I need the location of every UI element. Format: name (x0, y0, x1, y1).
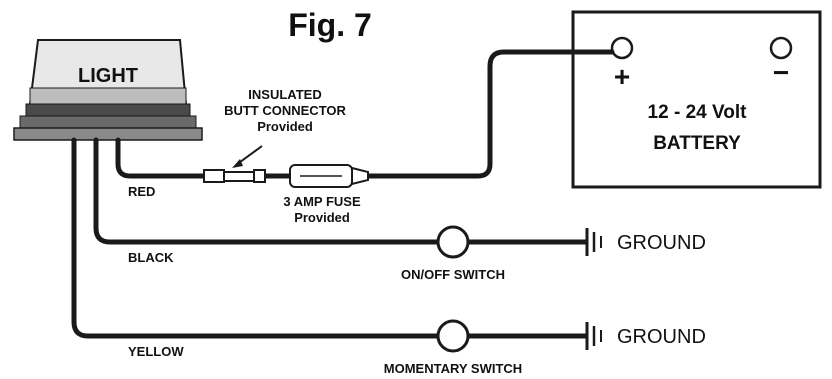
onoff-switch (436, 225, 470, 259)
positive-terminal (610, 36, 634, 60)
ground-label-2: GROUND (617, 326, 706, 348)
black-wire (93, 137, 589, 245)
onoff-switch-label: ON/OFF SWITCH (401, 267, 505, 282)
negative-terminal (769, 36, 793, 60)
momentary-switch (436, 319, 470, 353)
red-wire-label: RED (128, 184, 155, 199)
momentary-switch-label: MOMENTARY SWITCH (384, 361, 522, 376)
figure-title: Fig. 7 (288, 7, 372, 43)
yellow-wire (71, 137, 589, 339)
ground-icon (585, 228, 602, 256)
negative-symbol: − (773, 57, 789, 88)
light-unit: LIGHT (13, 39, 203, 141)
connector-label-line1: INSULATED (248, 87, 321, 102)
battery: + − 12 - 24 Volt BATTERY (571, 10, 822, 189)
battery-voltage: 12 - 24 Volt (648, 102, 748, 123)
fuse-holder (289, 164, 369, 188)
connector-label-line2: BUTT CONNECTOR (224, 103, 346, 118)
fuse-label-line2: Provided (294, 210, 350, 225)
butt-connector (203, 145, 266, 183)
ground-label-1: GROUND (617, 232, 706, 254)
red-wire (115, 49, 615, 179)
black-wire-label: BLACK (128, 250, 174, 265)
connector-label-line3: Provided (257, 119, 313, 134)
positive-symbol: + (614, 61, 630, 92)
fuse-label-line1: 3 AMP FUSE (283, 194, 361, 209)
light-label: LIGHT (78, 65, 138, 87)
battery-label: BATTERY (653, 133, 741, 154)
ground-icon (585, 322, 602, 350)
yellow-wire-label: YELLOW (128, 344, 184, 359)
